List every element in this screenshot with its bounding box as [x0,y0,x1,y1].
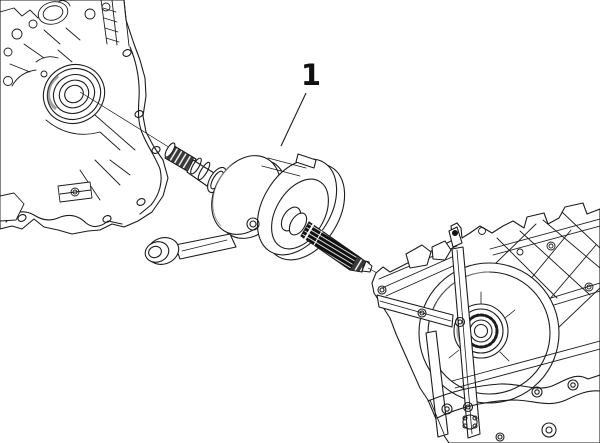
right-case-bottom-skirt [427,340,600,442]
connecting-rod [144,233,237,265]
callout-leader-line [280,92,307,147]
crankshaft-left-stub [164,142,227,194]
left-case-detail [0,0,136,222]
axis-line-left [79,91,176,152]
crankshaft-assembly [144,142,373,273]
left-case-crank-bore [42,63,106,125]
right-crankcase-half [371,202,600,443]
right-case-front-struts [376,246,481,439]
right-case-rib-truss [478,211,600,329]
callout-label-1: 1 [300,58,322,92]
right-case-top-beam [377,226,463,297]
crankshaft-right-shaft [280,206,373,273]
left-crankcase-half [0,0,169,235]
rod-small-end-eye [148,245,162,259]
